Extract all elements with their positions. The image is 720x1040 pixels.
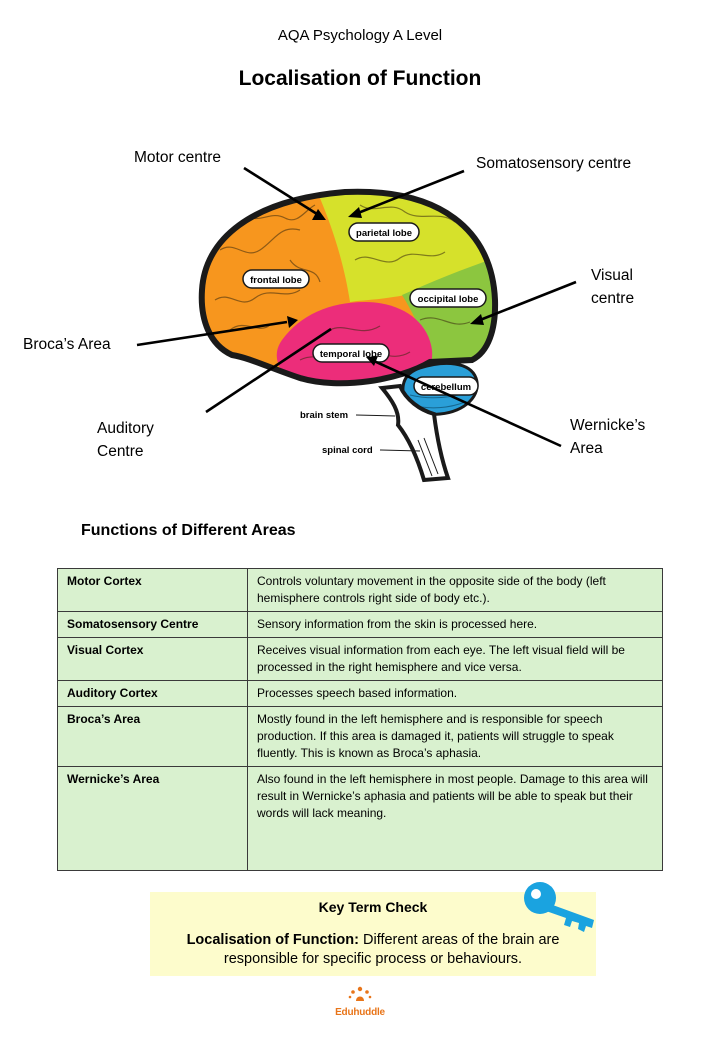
brain-diagram: frontal lobe parietal lobe occipital lob… [136, 166, 577, 483]
broca-area-arrow [136, 316, 298, 347]
svg-text:spinal cord: spinal cord [322, 445, 373, 456]
functions-table: Motor Cortex Controls voluntary movement… [57, 568, 663, 871]
callout-somatosensory-centre: Somatosensory centre [476, 155, 632, 172]
area-name: Auditory Cortex [57, 680, 248, 707]
key-term-term: Localisation of Function: [186, 932, 359, 948]
svg-text:brain stem: brain stem [300, 410, 348, 421]
table-row: Visual Cortex Receives visual informatio… [57, 637, 663, 681]
svg-text:cerebellum: cerebellum [421, 382, 471, 393]
area-name: Wernicke’s Area [57, 766, 248, 871]
spinal-cord-label: spinal cord [322, 445, 421, 456]
frontal-lobe-label: frontal lobe [242, 269, 310, 289]
area-description: Processes speech based information. [247, 680, 663, 707]
table-row: Broca’s Area Mostly found in the left he… [57, 706, 663, 767]
area-description: Mostly found in the left hemisphere and … [247, 706, 663, 767]
callout-motor-centre: Motor centre [134, 149, 222, 166]
svg-text:occipital lobe: occipital lobe [418, 294, 479, 305]
area-name: Visual Cortex [57, 637, 248, 681]
motor-centre-arrow [243, 166, 326, 220]
visual-centre-arrow [470, 280, 577, 325]
area-name: Motor Cortex [57, 568, 248, 612]
key-term-box: Key Term Check Localisation of Function:… [150, 892, 596, 976]
area-description: Receives visual information from each ey… [247, 637, 663, 681]
table-row: Somatosensory Centre Sensory information… [57, 611, 663, 638]
svg-text:frontal lobe: frontal lobe [250, 275, 302, 286]
callout-broca-area: Broca’s Area [23, 336, 111, 353]
key-term-text: Different areas of the brain are respons… [223, 932, 560, 967]
area-description: Controls voluntary movement in the oppos… [247, 568, 663, 612]
brain-stem-label: brain stem [300, 410, 396, 421]
callout-auditory-centre: Auditory Centre [97, 420, 154, 460]
page-subtitle: AQA Psychology A Level [277, 27, 443, 44]
area-description: Sensory information from the skin is pro… [247, 611, 663, 638]
table-row: Motor Cortex Controls voluntary movement… [57, 568, 663, 612]
key-term-heading: Key Term Check [318, 899, 428, 915]
table-row: Auditory Cortex Processes speech based i… [57, 680, 663, 707]
table-row: Wernicke’s Area Also found in the left h… [57, 766, 663, 871]
logo-text: Eduhuddle [335, 1007, 385, 1018]
callout-wernicke-area: Wernicke’s Area [570, 417, 646, 457]
parietal-lobe-label: parietal lobe [348, 222, 420, 242]
people-icon [348, 986, 372, 1001]
temporal-lobe-label: temporal lobe [312, 343, 390, 363]
key-term-definition: Localisation of Function: Different area… [150, 931, 596, 969]
wernicke-area-arrow [366, 356, 562, 448]
cerebrum-outline [198, 188, 499, 387]
svg-text:parietal lobe: parietal lobe [356, 228, 412, 239]
area-name: Somatosensory Centre [57, 611, 248, 638]
functions-heading: Functions of Different Areas [81, 522, 296, 539]
eduhuddle-logo: Eduhuddle [330, 986, 390, 1018]
cerebellum-label: cerebellum [413, 376, 479, 396]
page-title: Localisation of Function [238, 67, 482, 90]
occipital-lobe-label: occipital lobe [409, 288, 487, 308]
area-name: Broca’s Area [57, 706, 248, 767]
somatosensory-arrow [348, 169, 465, 218]
auditory-centre-arrow [205, 327, 332, 414]
key-icon [524, 882, 594, 932]
svg-text:temporal lobe: temporal lobe [320, 349, 382, 360]
callout-visual-centre: Visual centre [591, 267, 635, 307]
area-description: Also found in the left hemisphere in mos… [247, 766, 663, 871]
